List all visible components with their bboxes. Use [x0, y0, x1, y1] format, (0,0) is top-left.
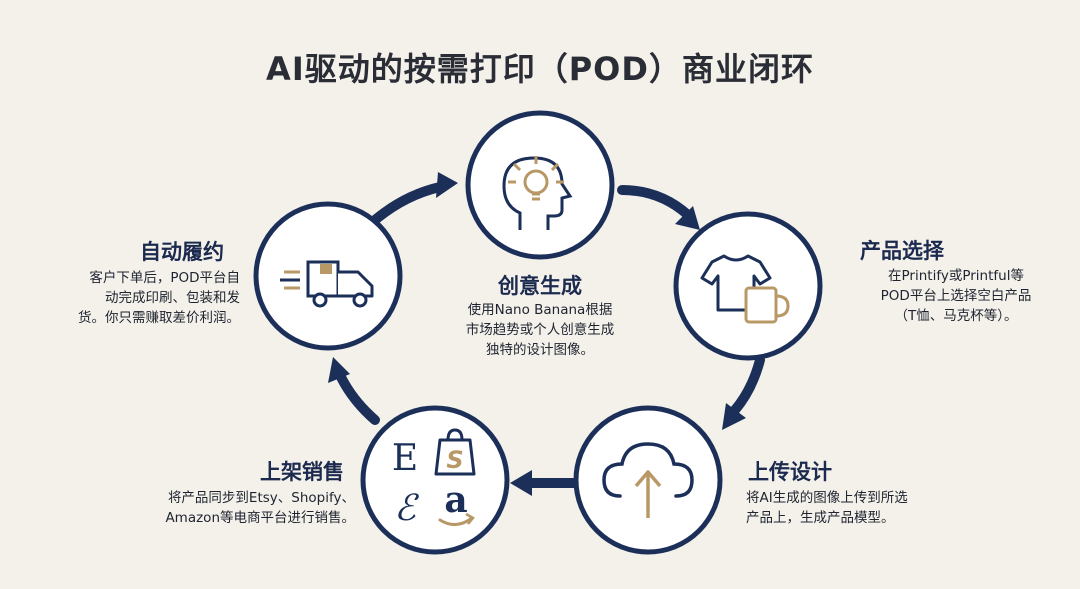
product-selection-line: （T恤、马克杯等）。 [894, 308, 1018, 324]
head-lightbulb-icon [502, 156, 573, 230]
upload-design-line: 将AI生成的图像上传到所选 [746, 490, 908, 506]
center-heading: 创意生成 [498, 274, 582, 298]
delivery-truck-icon [280, 260, 374, 308]
arrow-delivery-to-idea [370, 182, 445, 225]
arrow-product-to-upload [730, 355, 765, 415]
arrow-product-to-upload-head [722, 403, 746, 430]
ebay-logo-icon: ℰ [394, 488, 419, 529]
product-selection-heading: 产品选择 [860, 239, 944, 263]
arrow-idea-to-product-head [675, 206, 700, 230]
listing-sales-line: 将产品同步到Etsy、Shopify、 [167, 490, 355, 506]
product-selection-line: 在Printify或Printful等 [888, 268, 1024, 284]
arrow-delivery-to-idea-head [436, 172, 458, 198]
arrow-listing-to-delivery [335, 370, 380, 425]
auto-fulfillment-line: 货。你只需赚取差价利润。 [78, 310, 240, 326]
arrow-upload-to-listing-head [510, 470, 532, 496]
auto-fulfillment-description: 客户下单后，POD平台自 动完成印刷、包装和发 货。你只需赚取差价利润。 [40, 268, 240, 328]
center-line: 使用Nano Banana根据 [467, 302, 613, 318]
arrow-listing-to-delivery-head [328, 357, 350, 383]
idea-circle [465, 110, 615, 260]
upload-design-description: 将AI生成的图像上传到所选 产品上，生成产品模型。 [746, 488, 976, 528]
product-selection-description: 在Printify或Printful等 POD平台上选择空白产品 （T恤、马克杯… [846, 266, 1066, 326]
center-line: 独特的设计图像。 [486, 342, 594, 358]
upload-design-heading: 上传设计 [748, 460, 832, 484]
svg-text:S: S [446, 446, 463, 474]
marketplaces-circle [360, 405, 510, 555]
cloud-upload-icon [602, 442, 694, 518]
etsy-logo-icon: E [392, 438, 418, 479]
flow-arrows [328, 172, 765, 496]
center-description: 使用Nano Banana根据 市场趋势或个人创意生成 独特的设计图像。 [420, 300, 660, 360]
auto-fulfillment-heading: 自动履约 [140, 240, 224, 264]
upload-design-line: 产品上，生成产品模型。 [746, 510, 895, 526]
listing-sales-line: Amazon等电商平台进行销售。 [165, 510, 355, 526]
auto-fulfillment-line: 动完成印刷、包装和发 [105, 290, 240, 306]
marketplace-logos-icon: E S ℰ a [392, 428, 476, 529]
product-selection-line: POD平台上选择空白产品 [880, 288, 1032, 304]
center-line: 市场趋势或个人创意生成 [465, 322, 615, 338]
shopify-logo-icon: S [434, 428, 476, 476]
page-title: AI驱动的按需打印（POD）商业闭环 [266, 50, 814, 88]
svg-text:a: a [444, 479, 467, 521]
tshirt-mug-icon [700, 254, 790, 324]
amazon-logo-icon: a [438, 479, 475, 526]
listing-sales-heading: 上架销售 [260, 460, 344, 484]
listing-sales-description: 将产品同步到Etsy、Shopify、 Amazon等电商平台进行销售。 [100, 488, 355, 528]
auto-fulfillment-line: 客户下单后，POD平台自 [89, 270, 240, 286]
arrow-idea-to-product [617, 185, 693, 220]
